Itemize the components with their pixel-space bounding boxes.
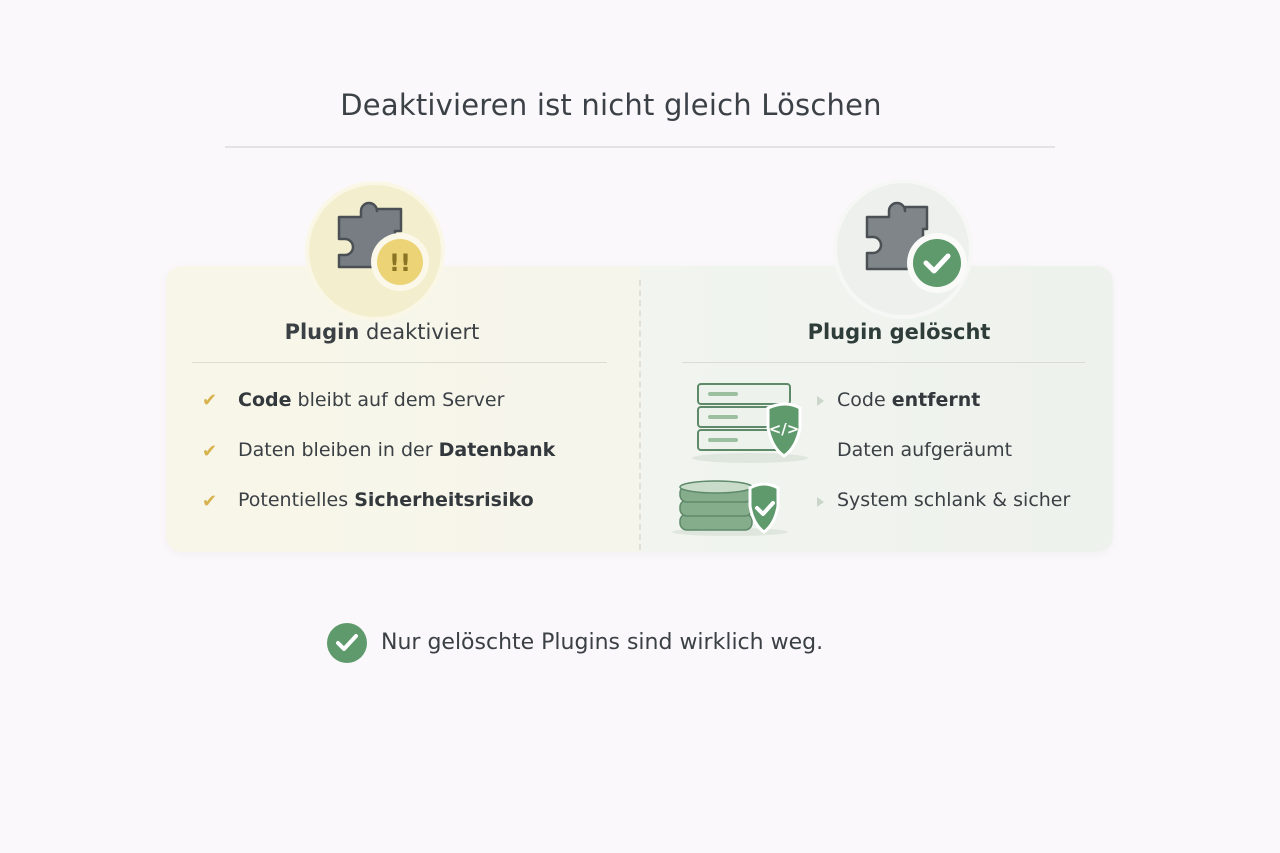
check-icon: ✔ [202, 491, 218, 512]
footer-note: Nur gelöschte Plugins sind wirklich weg. [381, 630, 824, 655]
list-item: Potentielles Sicherheitsrisiko [238, 489, 534, 511]
arrow-icon [817, 497, 824, 507]
warning-badge: !! [389, 249, 411, 277]
puzzle-check-icon [837, 183, 969, 315]
heading-rest: deaktiviert [359, 320, 480, 344]
column-divider [639, 280, 641, 550]
page-title: Deaktivieren ist nicht gleich Löschen [340, 88, 882, 122]
svg-text:</>: </> [769, 420, 800, 438]
list-item: Daten aufgeräumt [837, 439, 1013, 461]
check-circle-icon [326, 622, 368, 668]
left-rule [192, 362, 607, 363]
check-icon: ✔ [202, 390, 218, 411]
puzzle-warning-icon: !! [309, 185, 441, 317]
database-shield-icon [670, 478, 810, 542]
heading-deactivated: Plugin deaktiviert [192, 320, 572, 344]
list-item: Daten bleiben in der Datenbank [238, 439, 556, 461]
check-icon: ✔ [202, 441, 218, 462]
list-item: System schlank & sicher [837, 489, 1071, 511]
list-item: Code entfernt [837, 389, 981, 411]
right-rule [682, 362, 1085, 363]
comparison-card [166, 266, 1113, 552]
title-divider [225, 146, 1055, 148]
arrow-icon [817, 396, 824, 406]
heading-deleted: Plugin gelöscht [807, 320, 991, 344]
server-code-shield-icon: </> [690, 380, 830, 469]
list-item: Code bleibt auf dem Server [238, 389, 505, 411]
heading-bold: Plugin [284, 320, 360, 344]
